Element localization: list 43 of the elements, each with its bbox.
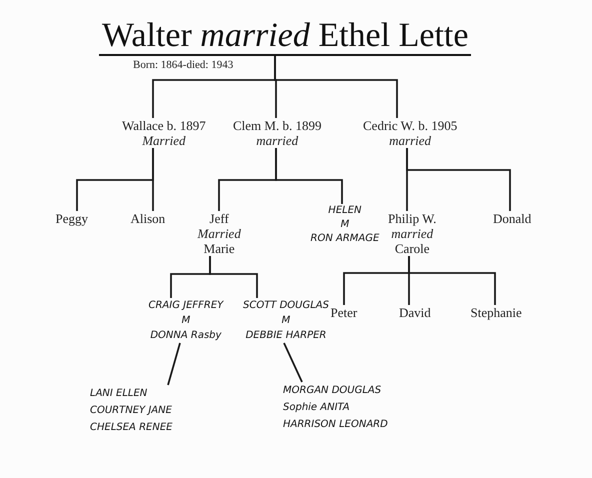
- child-name: COURTNEY JANE: [90, 404, 172, 418]
- connector-line: [283, 342, 303, 382]
- person-name: Alison: [130, 211, 166, 226]
- connector-line: [209, 256, 258, 298]
- marriage-note: Married: [198, 226, 241, 241]
- person-name: Donald: [493, 211, 532, 226]
- child-name: HARRISON LEONARD: [283, 418, 388, 432]
- person-name: Cedric W. b. 1905: [363, 118, 458, 133]
- connector-line: [406, 148, 511, 211]
- marriage-mark: M: [340, 218, 350, 232]
- connector-line: [275, 148, 343, 204]
- spouse-name: DEBBIE HARPER: [246, 329, 326, 343]
- marriage-mark: M: [182, 314, 190, 328]
- marriage-note: married: [389, 133, 432, 148]
- family-title: Walter married Ethel Lette: [99, 18, 472, 56]
- person-name: CRAIG JEFFREY: [148, 299, 224, 313]
- spouse-name: DONNA Rasby: [150, 329, 222, 343]
- marriage-note: Married: [142, 133, 186, 148]
- marriage-mark: M: [282, 314, 290, 328]
- spouse-name: Marie: [204, 241, 235, 256]
- marriage-note: married: [256, 133, 298, 148]
- connector-line: [274, 56, 398, 118]
- child-name: CHELSEA RENEE: [90, 421, 172, 435]
- person-name: Stephanie: [470, 305, 522, 320]
- spouse-name: RON ARMAGE: [310, 232, 380, 246]
- person-name: Clem M. b. 1899: [233, 118, 322, 133]
- person-name: Peggy: [56, 211, 88, 226]
- person-name: Jeff: [210, 211, 229, 226]
- person-name: Philip W.: [388, 211, 436, 226]
- marriage-note: married: [391, 226, 434, 241]
- person-name: HELEN: [328, 204, 362, 218]
- person-name: Peter: [330, 305, 358, 320]
- child-name: MORGAN DOUGLAS: [283, 384, 382, 398]
- connector-line: [408, 256, 496, 305]
- person-name: Wallace b. 1897: [122, 118, 206, 133]
- person-name: David: [399, 305, 431, 320]
- person-name: SCOTT DOUGLAS: [243, 299, 329, 313]
- spouse-name: Carole: [394, 241, 430, 256]
- child-name: Sophie ANITA: [283, 401, 350, 415]
- life-dates: Born: 1864-died: 1943: [133, 59, 234, 72]
- connector-line: [152, 148, 154, 211]
- connector-line: [167, 342, 181, 386]
- child-name: LANI ELLEN: [90, 387, 148, 401]
